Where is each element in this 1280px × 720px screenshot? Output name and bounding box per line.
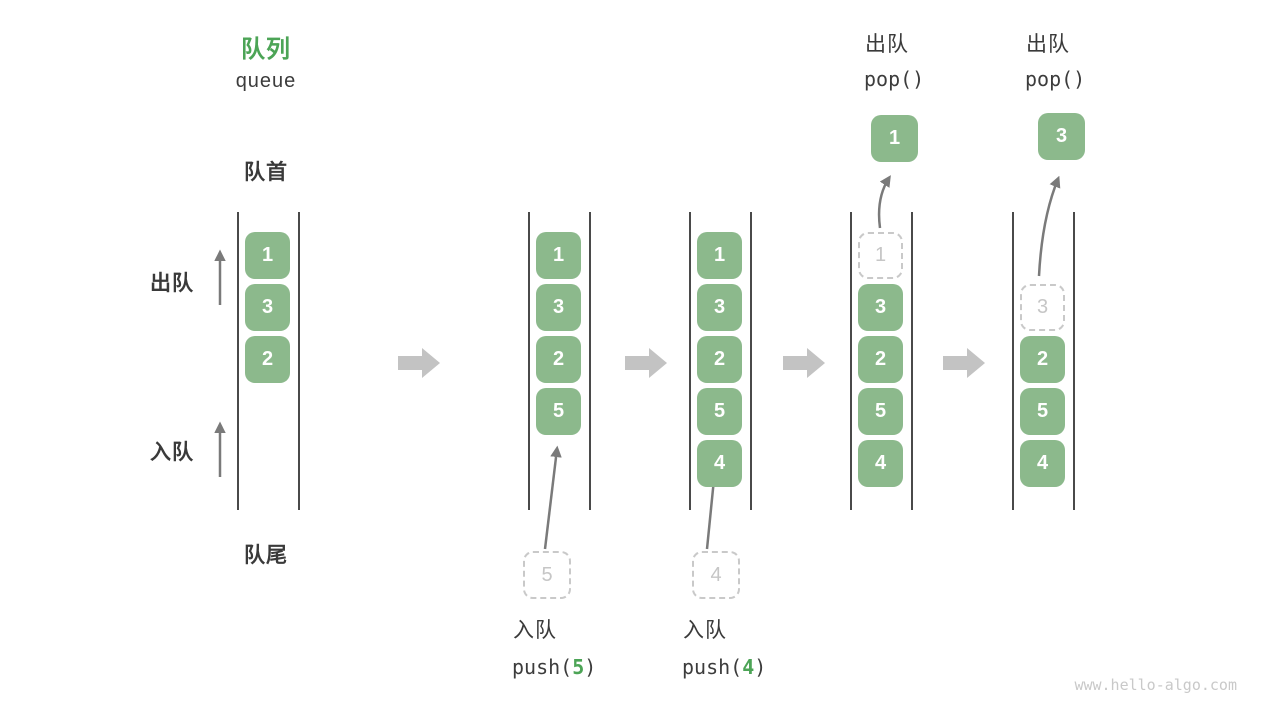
diagram-title-en: queue <box>235 70 297 92</box>
diagram-title-zh: 队列 <box>241 36 291 63</box>
queue-cell: 2 <box>1020 336 1065 383</box>
push4-op-code: push(4) <box>682 657 766 677</box>
push4-code-post: ) <box>754 655 767 679</box>
queue-cell: 5 <box>536 388 581 435</box>
popped-element: 1 <box>871 115 918 162</box>
enqueue-side-label: 入队 <box>150 441 194 464</box>
queue-cell: 1 <box>536 232 581 279</box>
channel-wall <box>689 212 691 510</box>
queue-cell: 3 <box>858 284 903 331</box>
queue-cell: 4 <box>858 440 903 487</box>
pop1-arrow-icon <box>877 175 891 229</box>
dequeue-side-label: 出队 <box>150 272 194 295</box>
channel-wall <box>298 212 300 510</box>
watermark: www.hello-algo.com <box>1074 676 1237 694</box>
queue-cell: 3 <box>697 284 742 331</box>
pop1-op-code: pop() <box>864 67 925 91</box>
push5-op-label: 入队 <box>513 619 557 642</box>
removed-element-slot: 3 <box>1020 284 1065 331</box>
push5-code-post: ) <box>584 655 597 679</box>
queue-cell: 4 <box>697 440 742 487</box>
queue-cell: 3 <box>245 284 290 331</box>
channel-wall <box>850 212 852 510</box>
push5-op-code: push(5) <box>512 657 596 677</box>
queue-cell: 2 <box>536 336 581 383</box>
pop2-op-code: pop() <box>1025 67 1086 91</box>
incoming-element: 4 <box>692 551 740 599</box>
queue-cell: 2 <box>245 336 290 383</box>
queue-cell: 2 <box>858 336 903 383</box>
pop2-op-label: 出队 <box>1026 33 1070 56</box>
popped-element: 3 <box>1038 113 1085 160</box>
queue-cell: 2 <box>697 336 742 383</box>
next-state-arrow-icon <box>943 348 985 378</box>
queue-cell: 3 <box>536 284 581 331</box>
push4-op-label: 入队 <box>683 619 727 642</box>
next-state-arrow-icon <box>783 348 825 378</box>
queue-rear-label: 队尾 <box>244 544 288 567</box>
queue-front-label: 队首 <box>244 161 288 184</box>
push5-arrow-icon <box>543 445 562 550</box>
channel-wall <box>589 212 591 510</box>
queue-cell: 5 <box>1020 388 1065 435</box>
channel-wall <box>1012 212 1014 510</box>
channel-wall <box>911 212 913 510</box>
push5-code-arg: 5 <box>572 655 585 679</box>
queue-cell: 5 <box>858 388 903 435</box>
next-state-arrow-icon <box>398 348 440 378</box>
queue-cell: 5 <box>697 388 742 435</box>
push4-code-arg: 4 <box>742 655 755 679</box>
incoming-element: 5 <box>523 551 571 599</box>
pop2-arrow-icon <box>1037 175 1061 277</box>
next-state-arrow-icon <box>625 348 667 378</box>
queue-cell: 4 <box>1020 440 1065 487</box>
channel-wall <box>237 212 239 510</box>
push4-code-pre: push( <box>682 655 743 679</box>
removed-element-slot: 1 <box>858 232 903 279</box>
channel-wall <box>528 212 530 510</box>
queue-cell: 1 <box>245 232 290 279</box>
queue-cell: 1 <box>697 232 742 279</box>
push5-code-pre: push( <box>512 655 573 679</box>
channel-wall <box>750 212 752 510</box>
pop1-op-label: 出队 <box>865 33 909 56</box>
channel-wall <box>1073 212 1075 510</box>
